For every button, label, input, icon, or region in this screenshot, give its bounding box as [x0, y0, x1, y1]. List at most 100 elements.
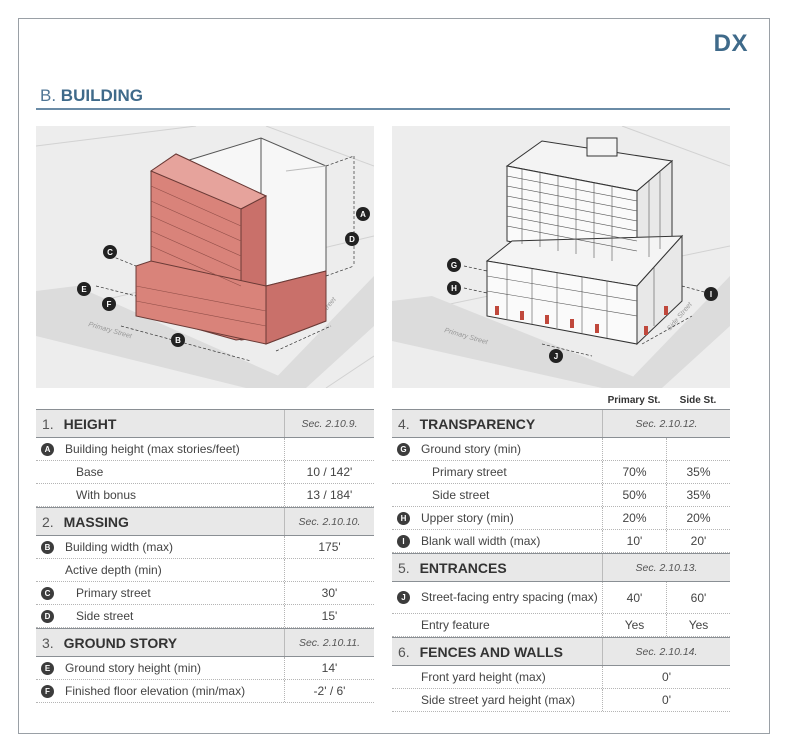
row-value-primary: Yes: [602, 614, 666, 636]
row-label: Building height (max stories/feet): [65, 441, 240, 456]
row-label: Front yard height (max): [421, 669, 546, 684]
page-frame: [18, 18, 770, 734]
section-rule: [36, 108, 730, 110]
dx-logo: DX: [713, 30, 748, 57]
row-label: Ground story height (min): [65, 660, 202, 675]
section-name: BUILDING: [60, 86, 143, 105]
transparency-num: 4.: [398, 415, 410, 432]
row-value-primary: 10': [602, 530, 666, 552]
transparency-title: TRANSPARENCY: [419, 415, 536, 432]
entrances-header: 5. ENTRANCES Sec. 2.10.13.: [392, 553, 730, 582]
row-label: Side street: [76, 608, 134, 623]
row-label: Ground story (min): [421, 441, 522, 456]
row-label: Active depth (min): [65, 562, 162, 577]
badge-j: J: [397, 591, 410, 604]
entrances-title: ENTRANCES: [419, 559, 507, 576]
fences-num: 6.: [398, 643, 410, 660]
massing-num: 2.: [42, 513, 54, 530]
table-row: Side street yard height (max)0': [392, 689, 730, 712]
massing-diagram: Primary Street Side Street: [36, 126, 374, 388]
table-row: A Building height (max stories/feet): [36, 438, 374, 461]
left-marker-d: D: [349, 235, 355, 244]
fences-title: FENCES AND WALLS: [419, 643, 563, 660]
entrances-num: 5.: [398, 559, 410, 576]
table-row: B Building width (max) 175': [36, 536, 374, 559]
left-marker-b: B: [175, 336, 181, 345]
row-value-side: [666, 438, 730, 460]
badge-i: I: [397, 534, 410, 548]
table-row: E Ground story height (min) 14': [36, 657, 374, 680]
table-row: C Primary street 30': [36, 582, 374, 605]
ground-story-num: 3.: [42, 634, 54, 651]
section-title: B. BUILDING: [40, 86, 143, 106]
row-label: Primary street: [432, 464, 507, 479]
height-title: HEIGHT: [63, 415, 117, 432]
table-row: I Blank wall width (max) 10'20': [392, 530, 730, 553]
left-marker-e: E: [81, 285, 87, 294]
row-value: 10 / 142': [284, 461, 374, 483]
badge-b: B: [41, 540, 54, 554]
transparency-header: 4. TRANSPARENCY Sec. 2.10.12.: [392, 409, 730, 438]
column-headers: Primary St. Side St.: [392, 395, 730, 409]
ground-story-sec: Sec. 2.10.11.: [284, 629, 374, 656]
row-value-side: Yes: [666, 614, 730, 636]
massing-header: 2. MASSING Sec. 2.10.10.: [36, 507, 374, 536]
row-label: Blank wall width (max): [421, 533, 541, 548]
row-value: 14': [284, 657, 374, 679]
badge-a: A: [41, 442, 54, 456]
row-label: Finished floor elevation (min/max): [65, 683, 246, 698]
left-marker-c: C: [107, 248, 113, 257]
row-value: 15': [284, 605, 374, 627]
badge-c: C: [41, 586, 54, 600]
table-row: Front yard height (max) 0': [392, 666, 730, 689]
row-label: Building width (max): [65, 539, 174, 554]
right-marker-j: J: [554, 352, 558, 361]
row-value-primary: 70%: [602, 461, 666, 483]
left-marker-f: F: [107, 300, 112, 309]
entrances-sec: Sec. 2.10.13.: [602, 554, 730, 581]
ground-story-header: 3. GROUND STORY Sec. 2.10.11.: [36, 628, 374, 657]
right-marker-h: H: [451, 284, 457, 293]
badge-d: D: [41, 609, 54, 623]
table-row: F Finished floor elevation (min/max) -2' /…: [36, 680, 374, 703]
row-value: 0': [602, 666, 730, 688]
massing-sec: Sec. 2.10.10.: [284, 508, 374, 535]
right-marker-i: I: [710, 290, 712, 299]
row-value-side: 35%: [666, 461, 730, 483]
row-value: [284, 559, 374, 581]
row-value: [284, 438, 374, 460]
fences-header: 6. FENCES AND WALLS Sec. 2.10.14.: [392, 637, 730, 666]
row-value: 30': [284, 582, 374, 604]
badge-f: F: [41, 684, 54, 698]
height-num: 1.: [42, 415, 54, 432]
right-marker-g: G: [451, 261, 457, 270]
row-value: 175': [284, 536, 374, 558]
left-standards-table: 1. HEIGHT Sec. 2.10.9. A Building height …: [36, 409, 374, 703]
row-label: Base: [76, 464, 104, 479]
row-value: -2' / 6': [284, 680, 374, 702]
row-value-primary: 20%: [602, 507, 666, 529]
table-row: D Side street 15': [36, 605, 374, 628]
row-value-primary: [602, 438, 666, 460]
row-value-side: 60': [666, 582, 730, 613]
table-row: Primary street 70%35%: [392, 461, 730, 484]
height-header: 1. HEIGHT Sec. 2.10.9.: [36, 409, 374, 438]
table-row: Base 10 / 142': [36, 461, 374, 484]
column-side-st: Side St.: [679, 395, 717, 406]
badge-e: E: [41, 661, 54, 675]
height-sec: Sec. 2.10.9.: [284, 410, 374, 437]
row-value-primary: 50%: [602, 484, 666, 506]
row-label: Upper story (min): [421, 510, 514, 525]
row-label: Side street yard height (max): [421, 692, 576, 707]
row-value-side: 20': [666, 530, 730, 552]
row-label: Primary street: [76, 585, 151, 600]
row-value-side: 20%: [666, 507, 730, 529]
section-letter: B.: [40, 86, 57, 105]
row-label: Entry feature: [421, 617, 490, 632]
